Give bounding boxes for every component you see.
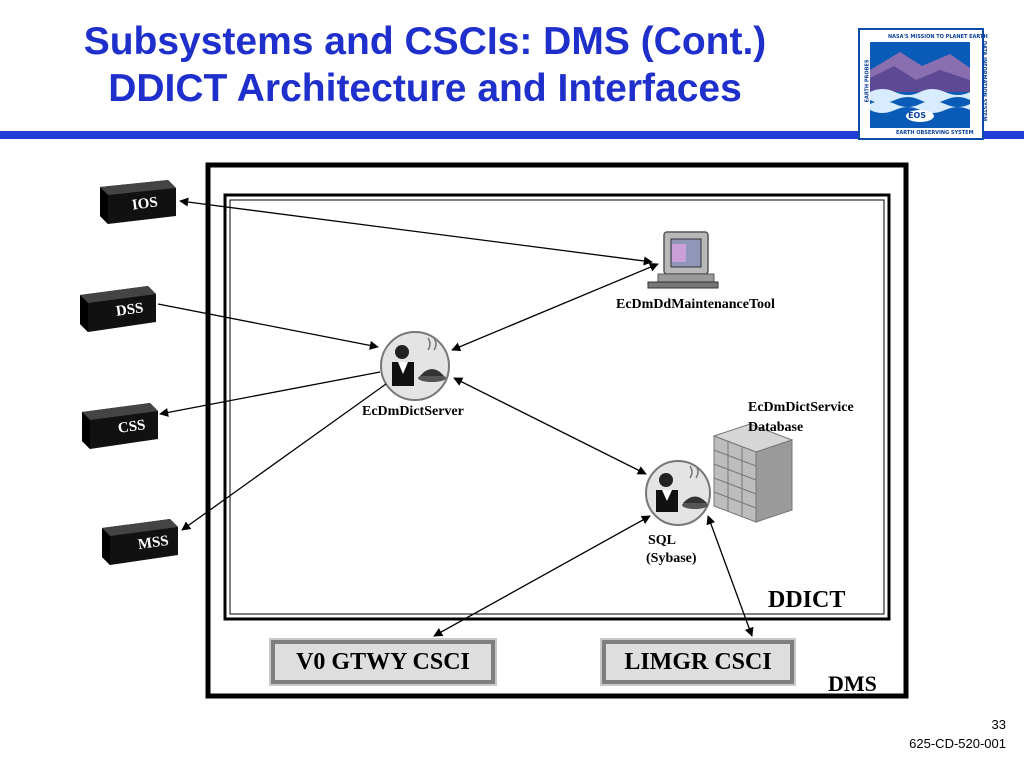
logo-bottom-text: EARTH OBSERVING SYSTEM bbox=[896, 130, 974, 136]
dict-server-label: EcDmDictServer bbox=[362, 404, 464, 419]
slide-title: Subsystems and CSCIs: DMS (Cont.) DDICT … bbox=[0, 18, 850, 112]
document-id: 625-CD-520-001 bbox=[909, 736, 1006, 751]
link-sql-v0 bbox=[433, 515, 651, 637]
database-icon bbox=[712, 423, 794, 523]
database-label-line-2: Database bbox=[748, 420, 804, 435]
dict-server-icon bbox=[380, 331, 450, 401]
eos-logo: NASA'S MISSION TO PLANET EARTH EOS EARTH… bbox=[858, 28, 988, 140]
link-maint-server bbox=[451, 262, 659, 352]
limgr-csci-label: LIMGR CSCI bbox=[624, 648, 772, 675]
sql-label-line-1: SQL bbox=[648, 533, 677, 548]
logo-center-text: EOS bbox=[908, 111, 927, 120]
ios-box-shape bbox=[100, 180, 176, 224]
dss-box-shape bbox=[80, 286, 156, 332]
dms-boundary bbox=[205, 162, 909, 699]
title-line-2: DDICT Architecture and Interfaces bbox=[108, 67, 742, 110]
logo-top-text: NASA'S MISSION TO PLANET EARTH bbox=[888, 34, 988, 40]
sql-label-line-2: (Sybase) bbox=[646, 551, 697, 566]
link-server-css bbox=[159, 371, 381, 417]
v0-gtwy-csci-box: V0 GTWY CSCI bbox=[269, 638, 497, 686]
ddict-label: DDICT bbox=[768, 587, 846, 613]
link-server-mss bbox=[181, 383, 387, 531]
limgr-csci-box: LIMGR CSCI bbox=[600, 638, 796, 686]
maintenance-tool-label: EcDmDdMaintenanceTool bbox=[616, 297, 775, 312]
sql-server-icon bbox=[645, 460, 711, 526]
ios-label: IOS bbox=[130, 194, 159, 214]
link-maint-ios bbox=[179, 197, 653, 266]
page-number: 33 bbox=[991, 717, 1006, 732]
link-server-sql bbox=[453, 377, 647, 475]
database-label-line-1: EcDmDictService bbox=[748, 400, 854, 415]
link-dss-server bbox=[157, 303, 379, 350]
mss-box-shape bbox=[102, 519, 178, 565]
v0-gtwy-csci-label: V0 GTWY CSCI bbox=[296, 648, 470, 675]
link-sql-limgr bbox=[706, 515, 754, 637]
dms-label: DMS bbox=[828, 671, 877, 696]
title-rule bbox=[0, 131, 1024, 139]
title-line-1: Subsystems and CSCIs: DMS (Cont.) bbox=[83, 20, 767, 63]
css-box-shape bbox=[82, 403, 158, 449]
workstation-icon bbox=[647, 231, 719, 289]
